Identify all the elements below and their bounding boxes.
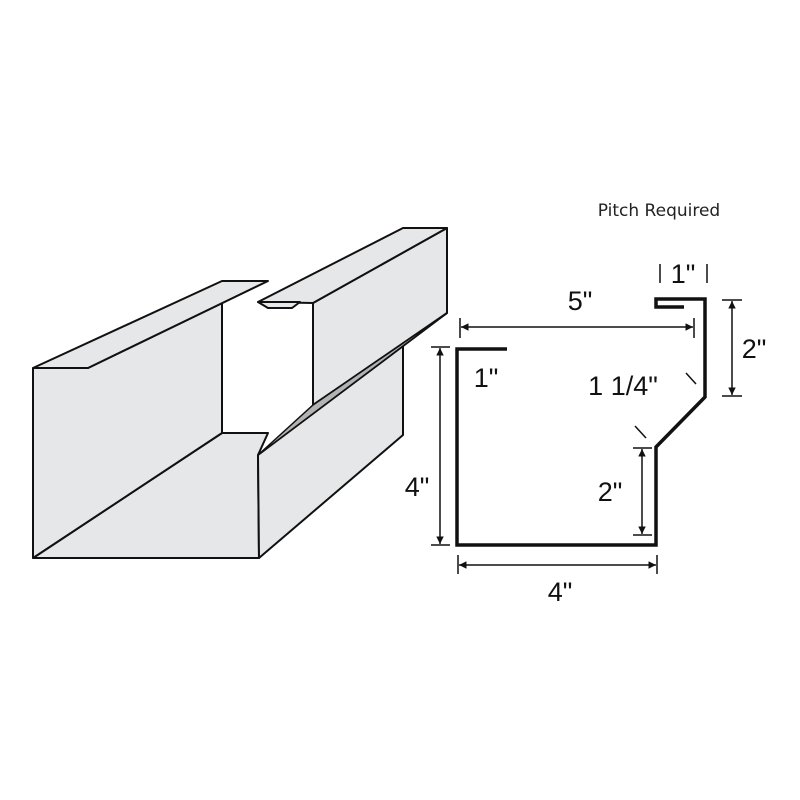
dim-slope-length: 1 1/4" (588, 371, 658, 401)
profile-outline (455, 297, 707, 547)
slope-shadow (257, 312, 448, 456)
dim-top-width: 5" (568, 286, 593, 316)
dim-lower-back-height: 2" (598, 477, 623, 507)
pitch-note: Pitch Required (598, 201, 720, 221)
dim-front-height: 4" (405, 472, 430, 502)
dim-upper-back-height: 2" (742, 334, 767, 364)
right-hem (257, 301, 301, 309)
dim-bottom-width: 4" (548, 577, 573, 607)
gutter-profile: 5" 1" 2" 1 1/4" 2" 4" 4" 1" (405, 259, 767, 607)
left-top-flange (32, 280, 269, 369)
gutter-3d-view (32, 227, 448, 559)
dim-front-lip: 1" (474, 363, 499, 393)
dim-hem-width: 1" (671, 259, 696, 289)
